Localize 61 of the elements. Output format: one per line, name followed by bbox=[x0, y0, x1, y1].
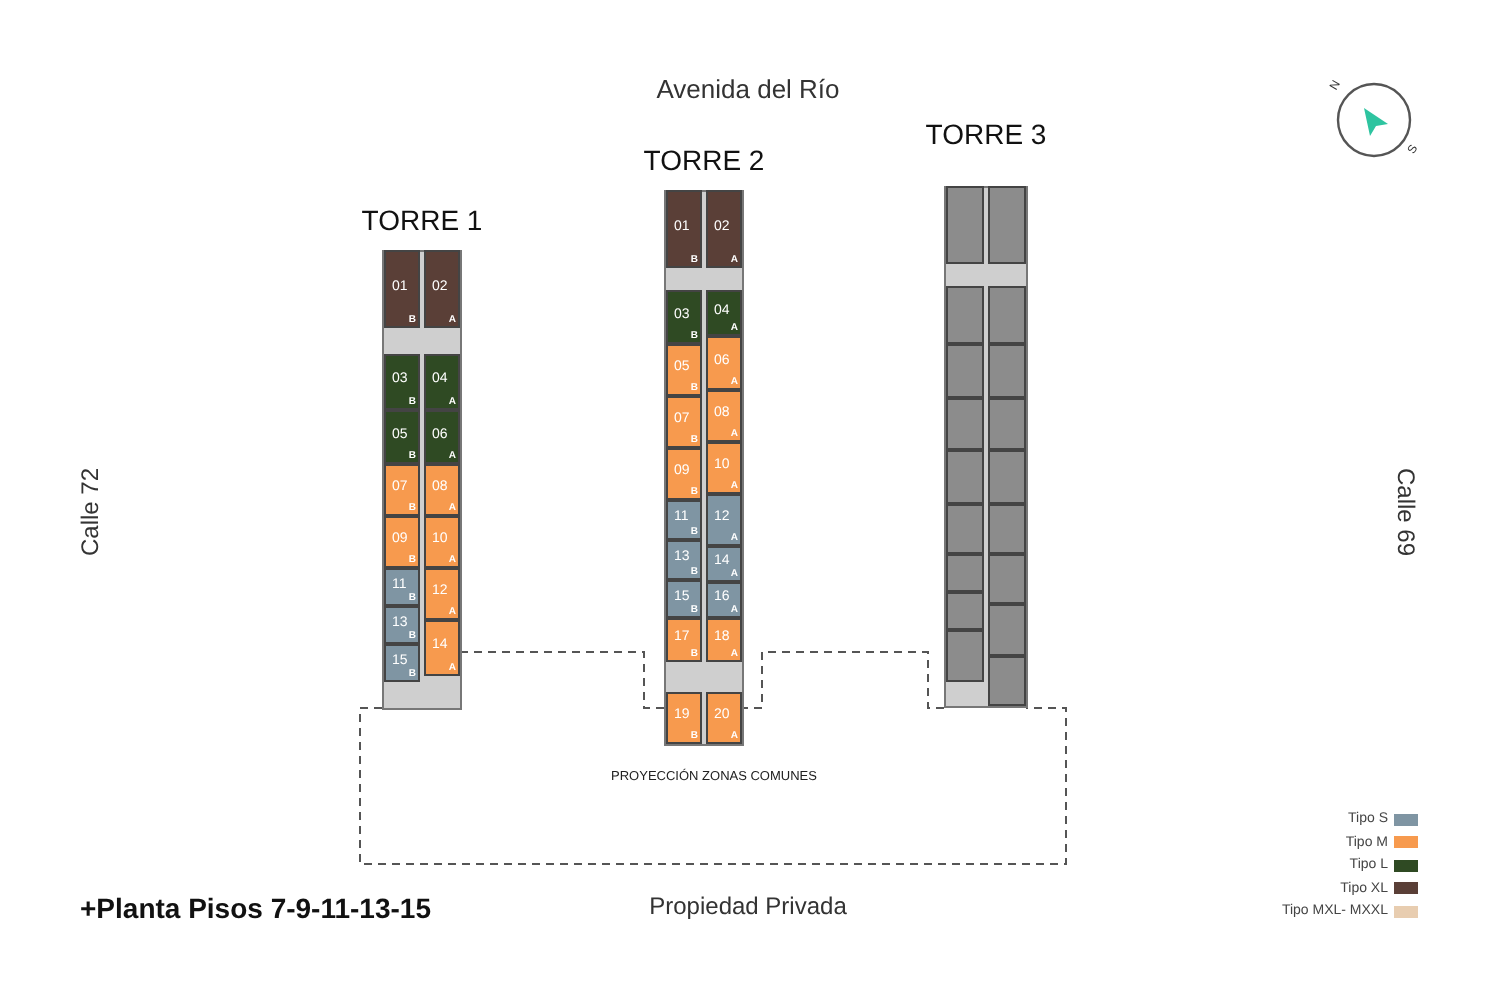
apartment-unit bbox=[384, 464, 420, 516]
apartment-unit bbox=[706, 290, 742, 336]
unit-block bbox=[946, 504, 984, 554]
apartment-unit bbox=[666, 344, 702, 396]
unit-block bbox=[988, 656, 1026, 706]
apartment-unit bbox=[666, 396, 702, 448]
unit-block bbox=[946, 592, 984, 630]
tower-title: TORRE 2 bbox=[643, 144, 765, 176]
street-label: Avenida del Río bbox=[656, 76, 840, 102]
apartment-unit bbox=[666, 618, 702, 662]
unit-block bbox=[946, 630, 984, 682]
apartment-unit bbox=[666, 580, 702, 618]
apartment-unit bbox=[706, 582, 742, 618]
unit-block bbox=[946, 450, 984, 504]
unit-block bbox=[946, 344, 984, 398]
tower-title: TORRE 1 bbox=[361, 204, 483, 236]
apartment-unit bbox=[706, 618, 742, 662]
apartment-unit bbox=[384, 568, 420, 606]
street-label: Propiedad Privada bbox=[649, 894, 847, 918]
apartment-unit bbox=[666, 290, 702, 344]
apartment-unit bbox=[706, 442, 742, 494]
unit-block bbox=[988, 450, 1026, 504]
unit-block bbox=[988, 286, 1026, 344]
apartment-unit bbox=[706, 546, 742, 582]
unit-block bbox=[946, 286, 984, 344]
apartment-unit bbox=[706, 390, 742, 442]
unit-block bbox=[946, 186, 984, 264]
unit-block bbox=[988, 344, 1026, 398]
plan-title: +Planta Pisos 7-9-11-13-15 bbox=[80, 892, 431, 924]
apartment-unit bbox=[384, 354, 420, 410]
apartment-unit bbox=[706, 494, 742, 546]
apartment-unit bbox=[424, 464, 460, 516]
apartment-unit bbox=[666, 540, 702, 580]
apartment-unit bbox=[424, 516, 460, 568]
apartment-unit bbox=[424, 620, 460, 676]
apartment-unit bbox=[666, 692, 702, 744]
unit-block bbox=[988, 554, 1026, 604]
apartment-unit bbox=[384, 410, 420, 464]
street-label: Calle 72 bbox=[78, 467, 102, 557]
tower-title: TORRE 3 bbox=[925, 118, 1047, 150]
unit-block bbox=[988, 186, 1026, 264]
apartment-unit bbox=[384, 644, 420, 682]
apartment-unit bbox=[384, 606, 420, 644]
unit-block bbox=[946, 398, 984, 450]
apartment-unit bbox=[706, 692, 742, 744]
apartment-unit bbox=[424, 410, 460, 464]
apartment-unit bbox=[384, 516, 420, 568]
unit-block bbox=[988, 504, 1026, 554]
apartment-unit bbox=[384, 250, 420, 328]
street-label: Calle 69 bbox=[1394, 467, 1418, 557]
unit-block bbox=[988, 398, 1026, 450]
apartment-unit bbox=[706, 190, 742, 268]
apartment-unit bbox=[424, 354, 460, 410]
apartment-unit bbox=[666, 190, 702, 268]
apartment-unit bbox=[424, 250, 460, 328]
apartment-unit bbox=[424, 568, 460, 620]
apartment-unit bbox=[666, 500, 702, 540]
apartment-unit bbox=[706, 336, 742, 390]
unit-block bbox=[946, 554, 984, 592]
apartment-unit bbox=[666, 448, 702, 500]
unit-block bbox=[988, 604, 1026, 656]
